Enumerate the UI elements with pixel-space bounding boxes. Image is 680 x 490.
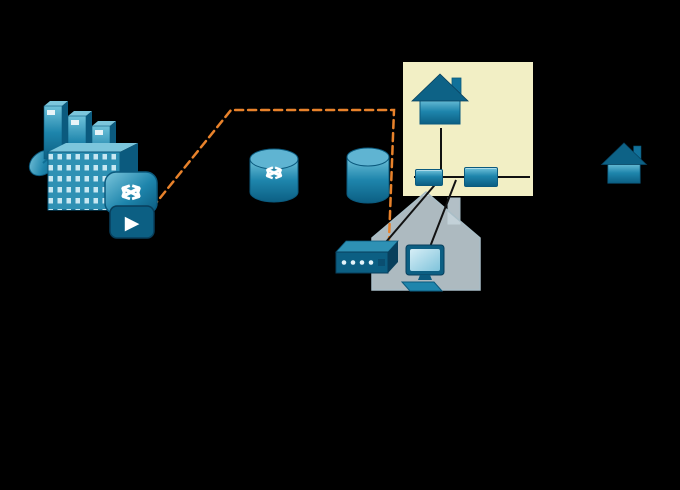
splitter-box-icon	[415, 169, 443, 186]
neighbor-house-icon	[597, 138, 651, 188]
filter-box-icon	[464, 167, 498, 187]
atm-switch-icon: ↔ ↔	[246, 146, 302, 206]
desktop-computer-icon	[396, 244, 452, 294]
edge-router-icon: ↔ ↔ ▶	[102, 170, 162, 240]
panel-house-icon	[410, 68, 470, 130]
network-cylinder-icon	[344, 146, 392, 204]
dsl-modem-icon	[334, 238, 400, 278]
